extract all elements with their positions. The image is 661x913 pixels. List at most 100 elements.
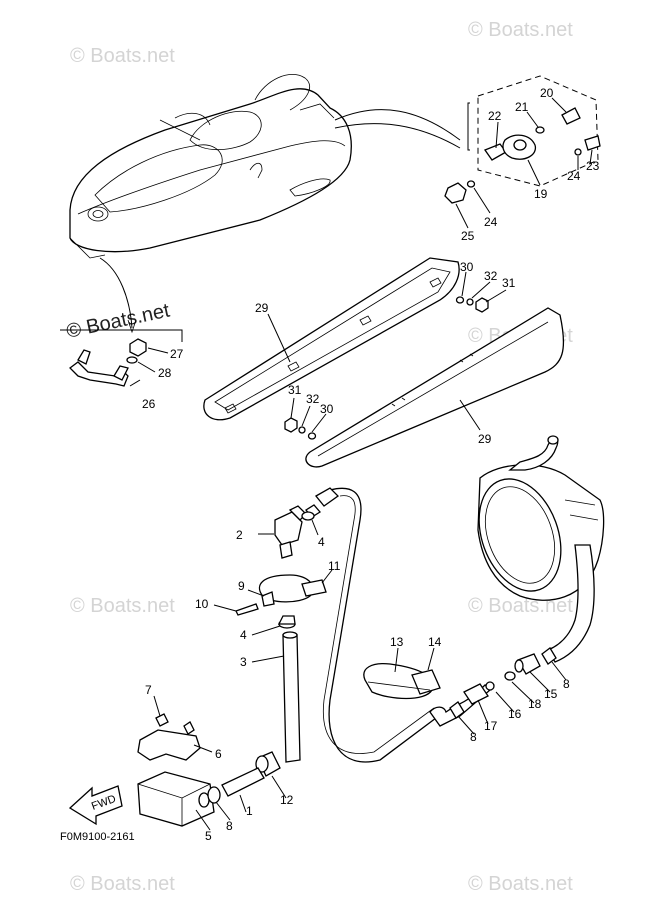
leader-line <box>477 699 489 725</box>
callout-6: 6 <box>215 747 222 761</box>
leader-line <box>137 361 156 373</box>
callout-31: 31 <box>288 383 302 397</box>
leader-line <box>334 123 461 149</box>
cooling-fitting <box>69 338 147 387</box>
callout-1: 1 <box>246 804 253 818</box>
sponson-upper <box>203 257 460 421</box>
leader-line <box>215 801 231 821</box>
leader-line <box>239 794 247 813</box>
leader-line <box>251 625 281 636</box>
bracket <box>467 102 470 151</box>
hose-clamp-assembly <box>235 574 327 616</box>
callout-12: 12 <box>280 793 294 807</box>
watermark: © Boats.net <box>468 19 573 41</box>
leader-line <box>60 329 183 342</box>
leader-line <box>247 589 265 597</box>
leader-line <box>495 121 499 149</box>
watermark: © Boats.net <box>468 873 573 895</box>
leader-line <box>551 661 567 681</box>
watermark: © Boats.net <box>70 595 175 617</box>
mount-bracket <box>137 713 201 761</box>
filter-box <box>137 771 215 827</box>
leader-line <box>471 281 491 299</box>
callout-8: 8 <box>226 819 233 833</box>
leader-line <box>495 691 515 713</box>
hose-fitting-top <box>301 487 340 521</box>
pump-housing <box>477 435 605 663</box>
callout-20: 20 <box>540 86 554 100</box>
callout-23: 23 <box>586 159 600 173</box>
callout-14: 14 <box>428 635 442 649</box>
leader-line <box>267 313 291 363</box>
outlet-fittings <box>449 647 557 719</box>
leader-line <box>311 413 327 433</box>
fastener-set-lower <box>284 417 317 440</box>
callout-24: 24 <box>567 169 581 183</box>
callout-18: 18 <box>528 697 542 711</box>
callout-4: 4 <box>318 535 325 549</box>
leader-line <box>485 289 507 303</box>
callout-10: 10 <box>195 597 209 611</box>
callout-9: 9 <box>238 579 245 593</box>
callout-7: 7 <box>145 683 152 697</box>
hose-clamp-lower <box>277 615 296 629</box>
water-hose <box>322 487 441 763</box>
callout-8: 8 <box>470 730 477 744</box>
callout-24: 24 <box>484 215 498 229</box>
leader-line <box>147 347 169 354</box>
valve-assembly <box>274 505 307 559</box>
callout-30: 30 <box>320 402 334 416</box>
leader-line <box>457 715 475 735</box>
leader-line <box>301 405 311 427</box>
callout-3: 3 <box>240 655 247 669</box>
leader-line <box>311 519 319 536</box>
callout-22: 22 <box>488 109 502 123</box>
figure-code: F0M9100-2161 <box>60 831 135 843</box>
leader-line <box>251 655 285 663</box>
forward-arrow-icon: FWD <box>68 785 123 826</box>
hose-section-3 <box>282 631 301 763</box>
leader-line <box>551 97 567 113</box>
callout-5: 5 <box>205 829 212 843</box>
leader-line <box>271 775 287 799</box>
leader-line <box>455 203 469 229</box>
callout-31: 31 <box>502 276 516 290</box>
hose-joint <box>255 751 281 777</box>
watermark: © Boats.net <box>70 873 175 895</box>
leader-line <box>527 159 541 186</box>
callout-11: 11 <box>328 559 341 573</box>
fastener-set-upper <box>455 296 489 313</box>
callout-19: 19 <box>534 187 548 201</box>
callout-13: 13 <box>390 635 404 649</box>
leader-line <box>589 149 593 165</box>
leader-line <box>334 109 461 141</box>
callout-30: 30 <box>460 260 474 274</box>
leader-line <box>461 271 467 297</box>
callout-32: 32 <box>306 392 320 406</box>
callout-2: 2 <box>236 528 243 542</box>
callout-16: 16 <box>508 707 522 721</box>
sponson-lower <box>305 307 565 468</box>
leader-line <box>213 604 237 612</box>
leader-line <box>526 111 539 128</box>
arrow-icon <box>127 319 137 334</box>
leader-line <box>459 399 481 431</box>
filter-connectors <box>198 786 221 808</box>
watermark-strong: © Boats.net <box>64 299 172 342</box>
watercraft-illustration <box>69 74 352 259</box>
leader-line <box>529 671 551 693</box>
leader-line <box>129 379 141 387</box>
watermark: © Boats.net <box>70 45 175 67</box>
cable-ties <box>363 662 441 700</box>
leader-line <box>511 681 535 704</box>
callout-15: 15 <box>544 687 558 701</box>
leader-line <box>193 744 213 753</box>
callout-28: 28 <box>158 366 172 380</box>
callout-4: 4 <box>240 628 247 642</box>
leader-line <box>321 569 333 584</box>
callout-32: 32 <box>484 269 498 283</box>
leader-line <box>153 695 161 717</box>
leader-line <box>473 187 491 214</box>
leader-line <box>427 647 435 671</box>
